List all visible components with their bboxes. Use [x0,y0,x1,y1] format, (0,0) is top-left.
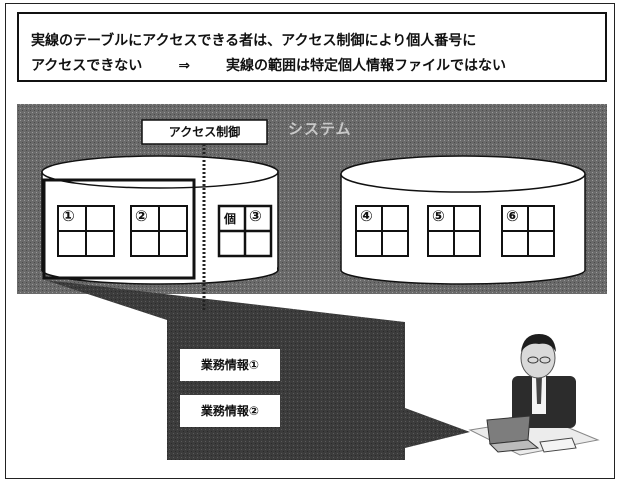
implies-arrow: ⇒ [178,58,191,74]
headline-line1: 実線のテーブルにアクセスできる者は、アクセス制御により個人番号に [31,33,477,49]
table-1 [57,205,115,257]
table-1-label: ① [62,207,75,225]
table-6-label: ⑥ [506,207,519,225]
business-info-2: 業務情報② [180,395,280,427]
office-worker-with-laptop-icon [468,334,600,456]
table-3-personal [217,204,273,258]
table-3-label: ③ [249,207,262,225]
table-6 [501,205,555,257]
headline-premise: アクセスできない [31,58,143,74]
table-2 [130,205,188,257]
table-5-label: ⑤ [432,207,445,225]
business-info-1: 業務情報① [180,349,280,381]
table-5 [427,205,481,257]
headline-line2: アクセスできない ⇒ 実線の範囲は特定個人情報ファイルではない [31,55,506,75]
headline-conclusion: 実線の範囲は特定個人情報ファイルではない [226,58,507,74]
table-4 [355,205,409,257]
system-label: システム [288,120,352,138]
headline-box: 実線のテーブルにアクセスできる者は、アクセス制御により個人番号に アクセスできな… [17,12,607,82]
table-2-label: ② [135,207,148,225]
projection-pointer [405,408,470,448]
table-4-label: ④ [360,207,373,225]
accessible-range-box [42,178,196,280]
access-control-box [141,119,268,145]
access-control-label: アクセス制御 [168,125,241,139]
personal-number-label: 個 [224,212,237,226]
